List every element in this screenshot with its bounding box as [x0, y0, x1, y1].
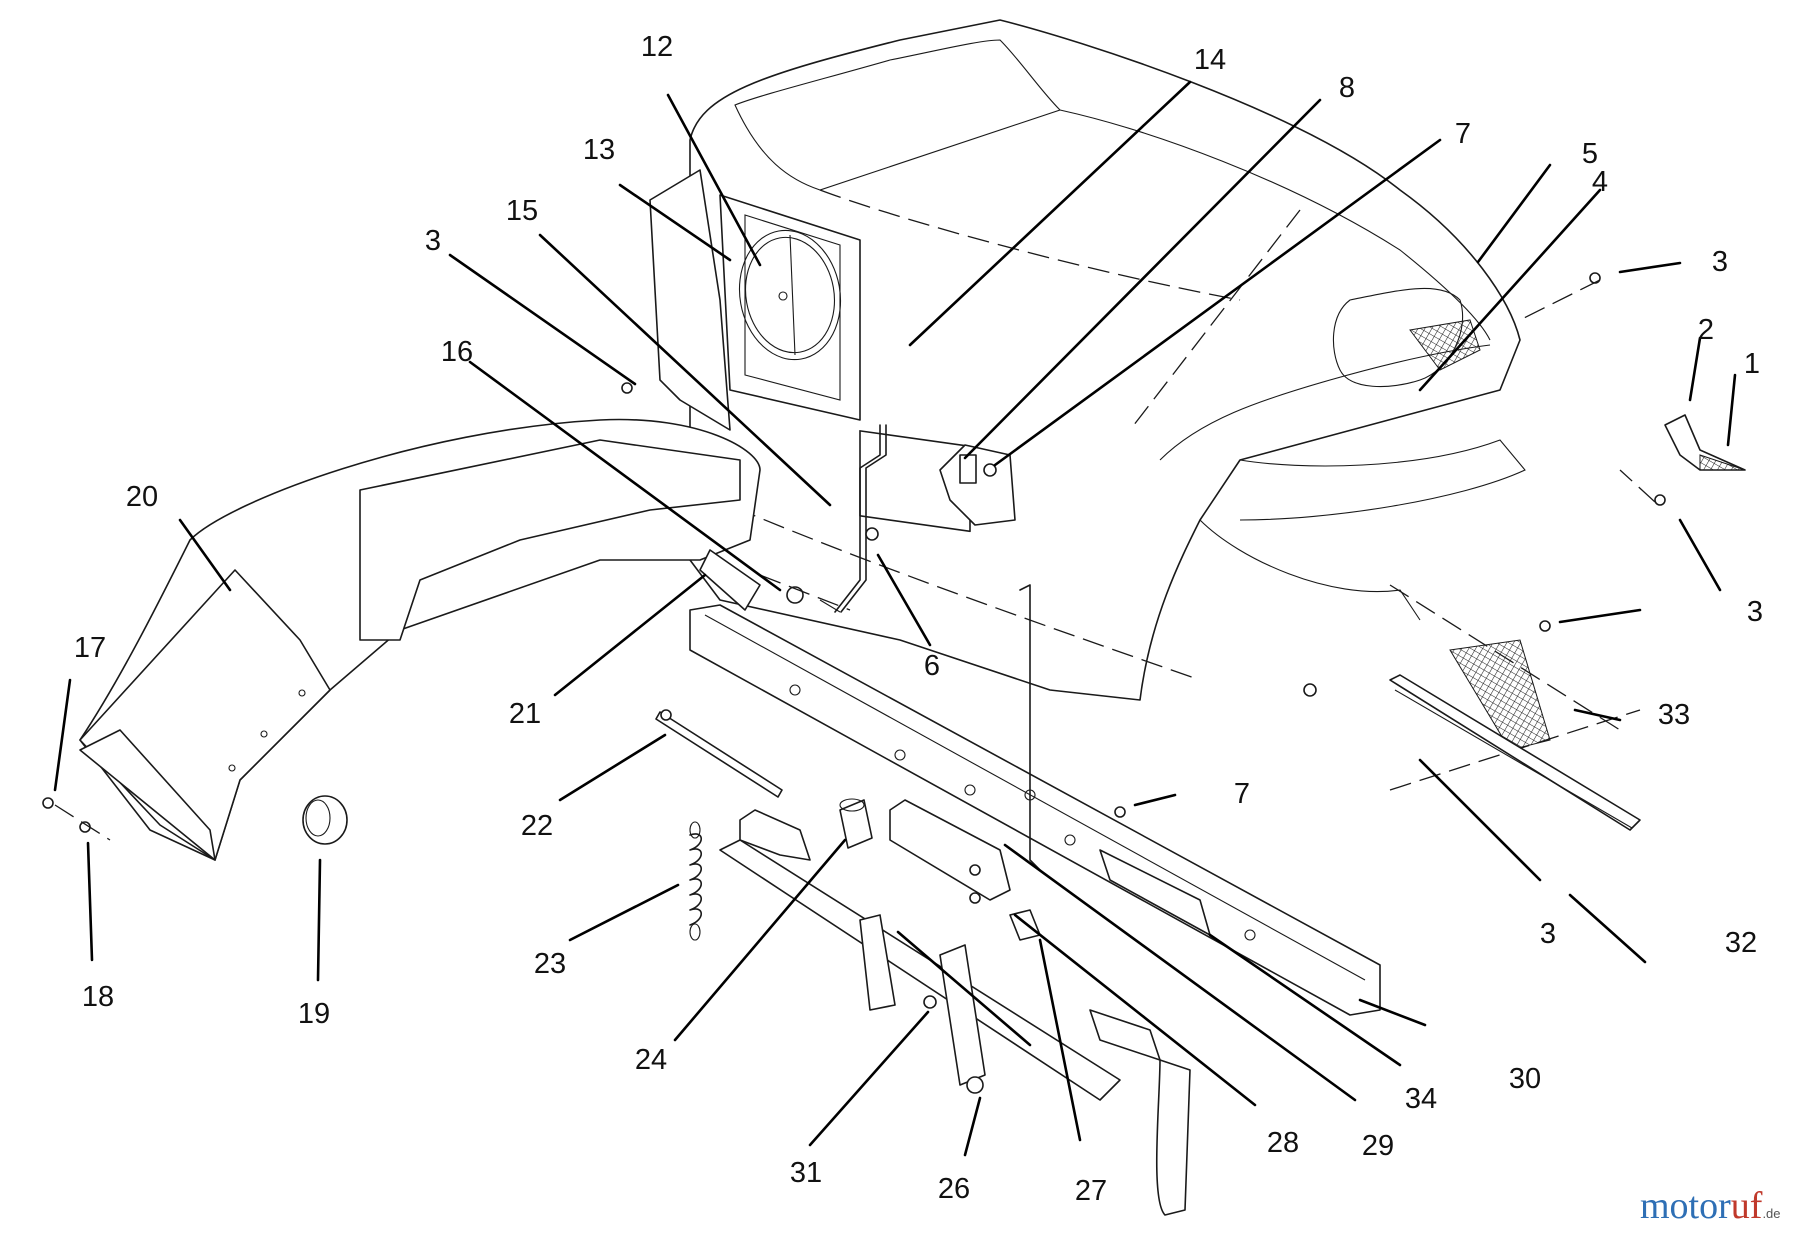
- site-watermark: motoruf.de: [1640, 1185, 1781, 1227]
- knob: [302, 795, 348, 845]
- callout-3c: 3: [1540, 918, 1556, 950]
- callout-5: 5: [1582, 138, 1598, 170]
- callout-20: 20: [126, 481, 158, 513]
- retaining-clip: [1664, 414, 1746, 471]
- svg-text:motoruf.de: motoruf.de: [1640, 1185, 1781, 1227]
- callout-27: 27: [1075, 1175, 1107, 1207]
- callout-34: 34: [1405, 1083, 1437, 1115]
- control-rod: [819, 424, 887, 613]
- watermark-brand-main: motor: [1640, 1185, 1731, 1227]
- side-panel: [649, 169, 861, 431]
- callout-1: 1: [1744, 348, 1760, 380]
- screws: [621, 272, 1666, 818]
- callout-6: 6: [924, 650, 940, 682]
- callout-4: 4: [1592, 166, 1608, 198]
- callout-12: 12: [641, 31, 673, 63]
- vertical-post: [1019, 584, 1041, 871]
- callout-26: 26: [938, 1173, 970, 1205]
- pivot-pin: [923, 995, 984, 1094]
- callout-22: 22: [521, 810, 553, 842]
- callout-14: 14: [1194, 44, 1226, 76]
- callout-3a: 3: [1712, 246, 1728, 278]
- frame-rail: [689, 604, 1381, 1016]
- mesh-panel: [1389, 584, 1641, 831]
- callout-15: 15: [506, 195, 538, 227]
- callout-7b: 7: [1234, 778, 1250, 810]
- callout-21: 21: [509, 698, 541, 730]
- callout-labels: 1 2 3 3 3 3 4 5 6 7 7 8 12 13 14 15 16 1…: [74, 31, 1763, 1207]
- callout-3d: 3: [425, 225, 441, 257]
- callout-30: 30: [1509, 1063, 1541, 1095]
- callout-31: 31: [790, 1157, 822, 1189]
- callout-13: 13: [583, 134, 615, 166]
- watermark-brand-tld: .de: [1762, 1206, 1780, 1221]
- callout-23: 23: [534, 948, 566, 980]
- callout-28: 28: [1267, 1127, 1299, 1159]
- callout-32: 32: [1725, 927, 1757, 959]
- leader-lines: [53, 80, 1737, 1157]
- callout-24: 24: [635, 1044, 667, 1076]
- discharge-chute: [79, 418, 761, 861]
- watermark-brand-accent: uf: [1731, 1185, 1763, 1227]
- callout-7a: 7: [1455, 118, 1471, 150]
- handle-grip: [699, 549, 851, 611]
- callout-29: 29: [1362, 1130, 1394, 1162]
- screw-washer: [42, 797, 111, 841]
- callout-16: 16: [441, 336, 473, 368]
- callout-19: 19: [298, 998, 330, 1030]
- callout-3b: 3: [1747, 596, 1763, 628]
- callout-18: 18: [82, 981, 114, 1013]
- pivot-shaft: [655, 709, 783, 798]
- callout-33: 33: [1658, 699, 1690, 731]
- spring: [689, 821, 703, 941]
- callout-17: 17: [74, 632, 106, 664]
- callout-2: 2: [1698, 314, 1714, 346]
- callout-8: 8: [1339, 72, 1355, 104]
- bushing: [839, 798, 873, 849]
